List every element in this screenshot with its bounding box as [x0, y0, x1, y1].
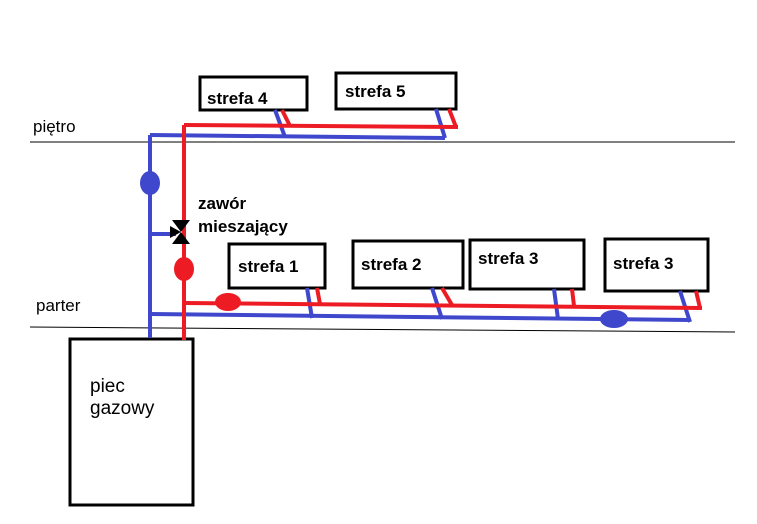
valve-label-line2: mieszający — [198, 217, 288, 236]
zone-box-1 — [227, 242, 327, 290]
zone-label-1: strefa 1 — [238, 257, 299, 276]
floor-label-upper: piętro — [33, 117, 76, 136]
zone-box-3a — [468, 238, 586, 291]
zone-box-3b — [603, 237, 710, 293]
zone-label-3a: strefa 3 — [478, 249, 539, 268]
boiler-label-line2: gazowy — [90, 398, 155, 419]
mixing-valve-icon — [170, 220, 190, 244]
zone-label-5: strefa 5 — [345, 82, 406, 101]
floor-label-ground: parter — [36, 296, 81, 315]
pump-supply-vertical — [174, 257, 194, 281]
zone-label-4: strefa 4 — [207, 89, 268, 108]
zone-box-5 — [334, 71, 458, 111]
zone-label-2: strefa 2 — [361, 255, 422, 274]
boiler-box — [68, 337, 195, 507]
supply-pipes — [182, 108, 703, 340]
pump-return-vertical — [140, 171, 160, 195]
valve-label-line1: zawór — [198, 194, 247, 213]
boiler-label-line1: piec — [90, 376, 125, 397]
floor-line-ground — [29, 326, 736, 333]
pump-return-horizontal — [600, 310, 628, 328]
zone-box-2 — [351, 239, 465, 290]
zone-box-4 — [198, 75, 309, 112]
zone-label-3b: strefa 3 — [613, 254, 674, 273]
pump-supply-horizontal — [215, 293, 241, 311]
